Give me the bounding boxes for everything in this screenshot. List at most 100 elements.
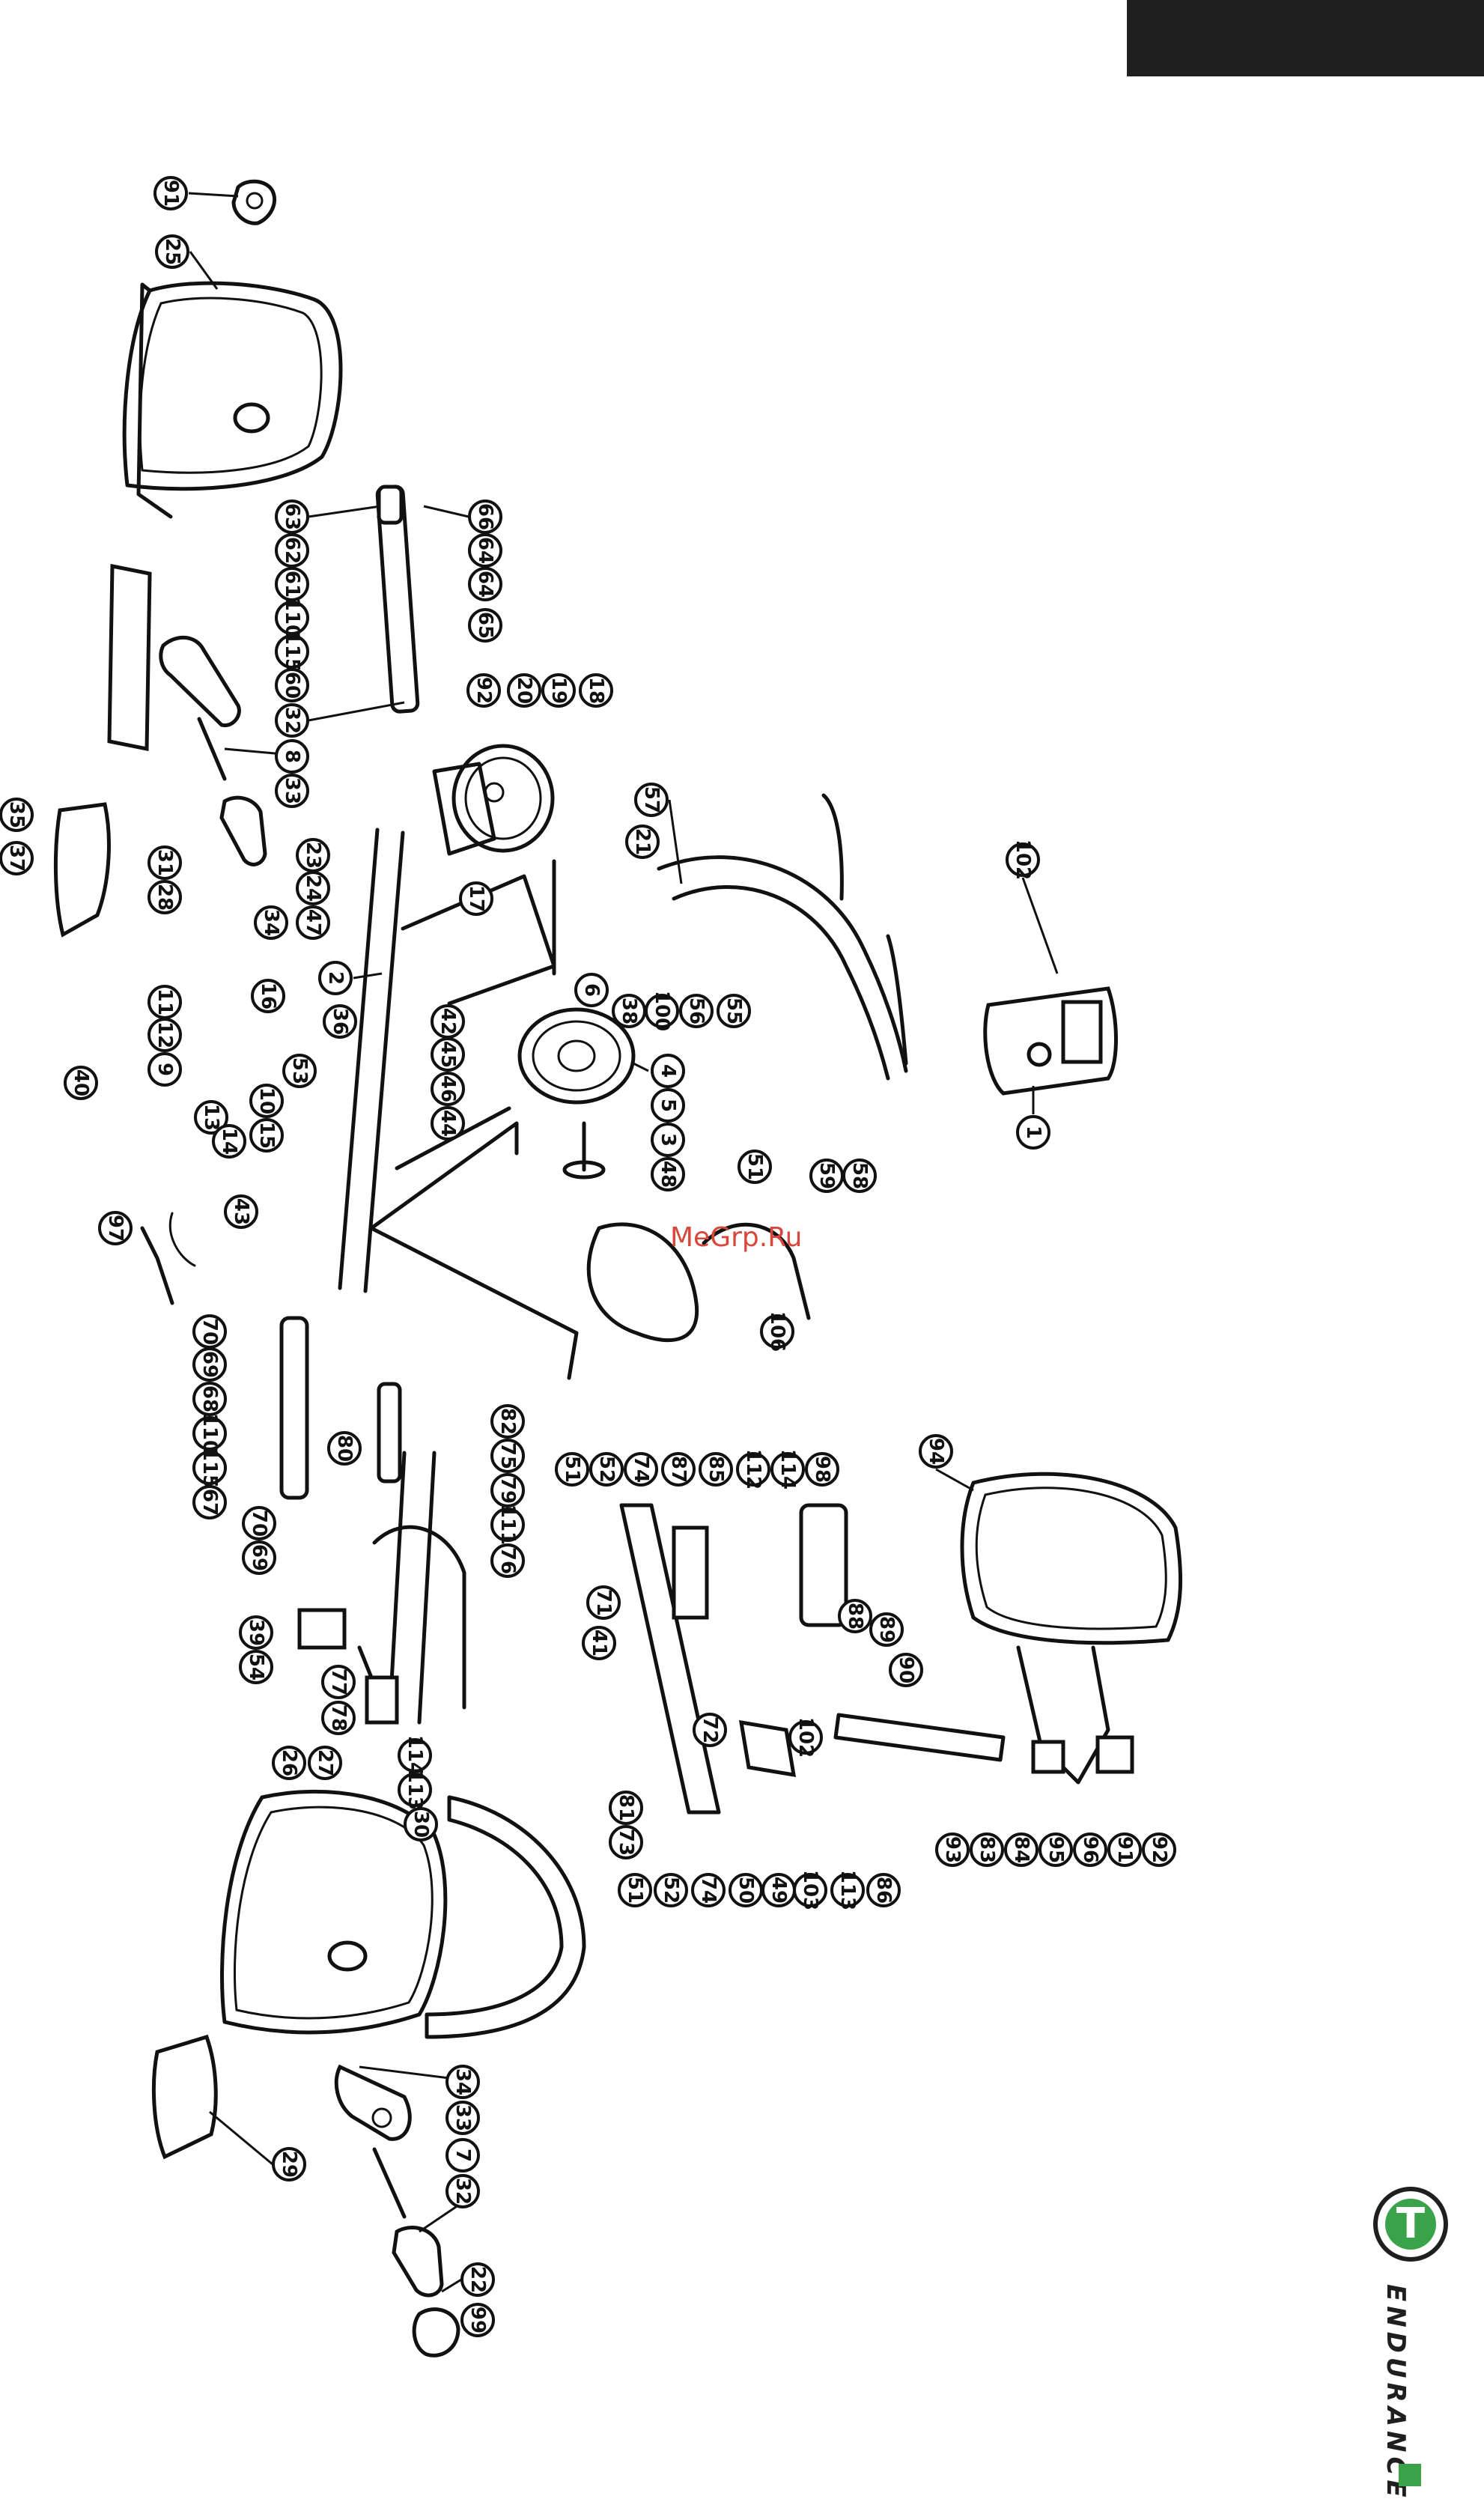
callout-57: 57 [634, 783, 669, 817]
seat-rail [619, 1503, 1006, 1815]
callout-37: 37 [0, 841, 34, 875]
callout-number: 92 [1148, 1836, 1170, 1863]
callout-number: 20 [513, 677, 535, 704]
callout-circle [490, 1473, 525, 1507]
callout-circle [651, 1088, 685, 1123]
callout-number: 69 [198, 1351, 221, 1378]
callout-circle [490, 1404, 525, 1439]
callout-68: 68 [192, 1382, 227, 1416]
callout-99: 99 [460, 2303, 495, 2337]
callout-19: 19 [541, 673, 576, 708]
callout-circle [239, 1650, 273, 1684]
callout-circle [398, 1773, 432, 1807]
callout-67: 67 [192, 1485, 227, 1519]
callout-circle [1107, 1833, 1142, 1867]
callout-number: 69 [248, 1544, 270, 1571]
callout-circle [242, 1540, 276, 1575]
callout-number: 103 [799, 1870, 821, 1910]
callout-115: 115 [275, 631, 309, 672]
callout-number: 25 [161, 238, 183, 265]
callout-circle [830, 1873, 865, 1907]
callout-25: 25 [155, 234, 189, 269]
callout-circle [153, 176, 188, 210]
callout-number: 68 [198, 1385, 221, 1412]
callout-number: 114 [776, 1449, 799, 1490]
callout-circle [308, 1746, 342, 1780]
callout-83: 83 [970, 1833, 1004, 1867]
callout-72: 72 [693, 1713, 727, 1747]
callout-circle [275, 739, 309, 774]
callout-circle [1039, 1833, 1073, 1867]
callout-32: 32 [445, 2174, 480, 2208]
callout-number: 33 [281, 777, 303, 804]
callout-32: 32 [275, 703, 309, 738]
callout-64: 64 [468, 567, 502, 601]
callout-number: 74 [697, 1877, 720, 1904]
callout-number: 14 [218, 1128, 240, 1155]
callout-number: 58 [848, 1162, 871, 1189]
callout-17: 17 [459, 881, 493, 916]
callout-circle [866, 1873, 901, 1907]
callout-10: 10 [249, 1084, 284, 1118]
callout-circle [609, 1825, 643, 1859]
callout-circle [651, 1054, 685, 1088]
callout-number: 51 [561, 1456, 583, 1483]
callout-number: 41 [588, 1630, 610, 1657]
callout-93: 93 [935, 1833, 970, 1867]
callout-number: 10 [255, 1087, 278, 1114]
callout-60: 60 [275, 668, 309, 702]
callout-circle [468, 567, 502, 601]
callout-46: 46 [431, 1072, 465, 1106]
callout-number: 21 [631, 828, 654, 855]
callout-circle [468, 608, 502, 643]
callout-41: 41 [582, 1626, 616, 1660]
callout-circle [460, 2303, 495, 2337]
callout-circle [555, 1452, 589, 1487]
callout-circle [296, 905, 330, 940]
left-shroud [53, 802, 111, 938]
callout-39: 39 [239, 1615, 273, 1650]
callout-number: 74 [630, 1456, 652, 1483]
callout-circle [282, 1054, 317, 1088]
callout-number: 33 [451, 2104, 474, 2131]
callout-number: 83 [976, 1836, 998, 1863]
callout-circle [272, 1746, 306, 1780]
callout-74: 74 [691, 1873, 726, 1907]
callout-circle [275, 634, 309, 669]
callout-31: 31 [148, 845, 182, 880]
callout-number: 90 [895, 1657, 917, 1683]
callout-51: 51 [738, 1150, 772, 1184]
callout-circle [1004, 1833, 1039, 1867]
callout-number: 29 [278, 2151, 300, 2178]
callout-number: 47 [302, 909, 324, 936]
callout-number: 42 [437, 1008, 459, 1035]
callout-circle [1006, 842, 1040, 877]
callout-number: 75 [496, 1442, 519, 1469]
callout-number: 92 [472, 677, 495, 704]
callout-circle [275, 500, 309, 534]
watermark: MeGrp.Ru [670, 1222, 803, 1253]
brand-logo: T ENDURANCE [1369, 2187, 1459, 2502]
callout-circle [1073, 1833, 1107, 1867]
callout-95: 95 [1039, 1833, 1073, 1867]
callout-number: 114 [404, 1735, 426, 1776]
callout-number: 34 [260, 909, 282, 936]
callout-87: 87 [661, 1452, 696, 1487]
main-frame [338, 828, 579, 1380]
callout-number: 80 [333, 1435, 356, 1462]
callout-number: 52 [660, 1877, 682, 1904]
callout-number: 89 [875, 1616, 898, 1643]
callout-circle [275, 703, 309, 738]
callout-number: 32 [281, 707, 303, 734]
callout-28: 28 [148, 880, 182, 914]
callout-34: 34 [445, 2065, 480, 2099]
callout-number: 84 [1010, 1836, 1033, 1863]
seat-post-lower [279, 1316, 402, 1500]
callout-7: 7 [445, 2138, 480, 2172]
callout-3: 3 [651, 1123, 685, 1157]
callout-number: 49 [767, 1877, 790, 1904]
callout-circle [148, 1018, 182, 1052]
callout-number: 76 [496, 1547, 519, 1574]
side-panel-upper [107, 563, 152, 752]
callout-circle [1142, 1833, 1176, 1867]
